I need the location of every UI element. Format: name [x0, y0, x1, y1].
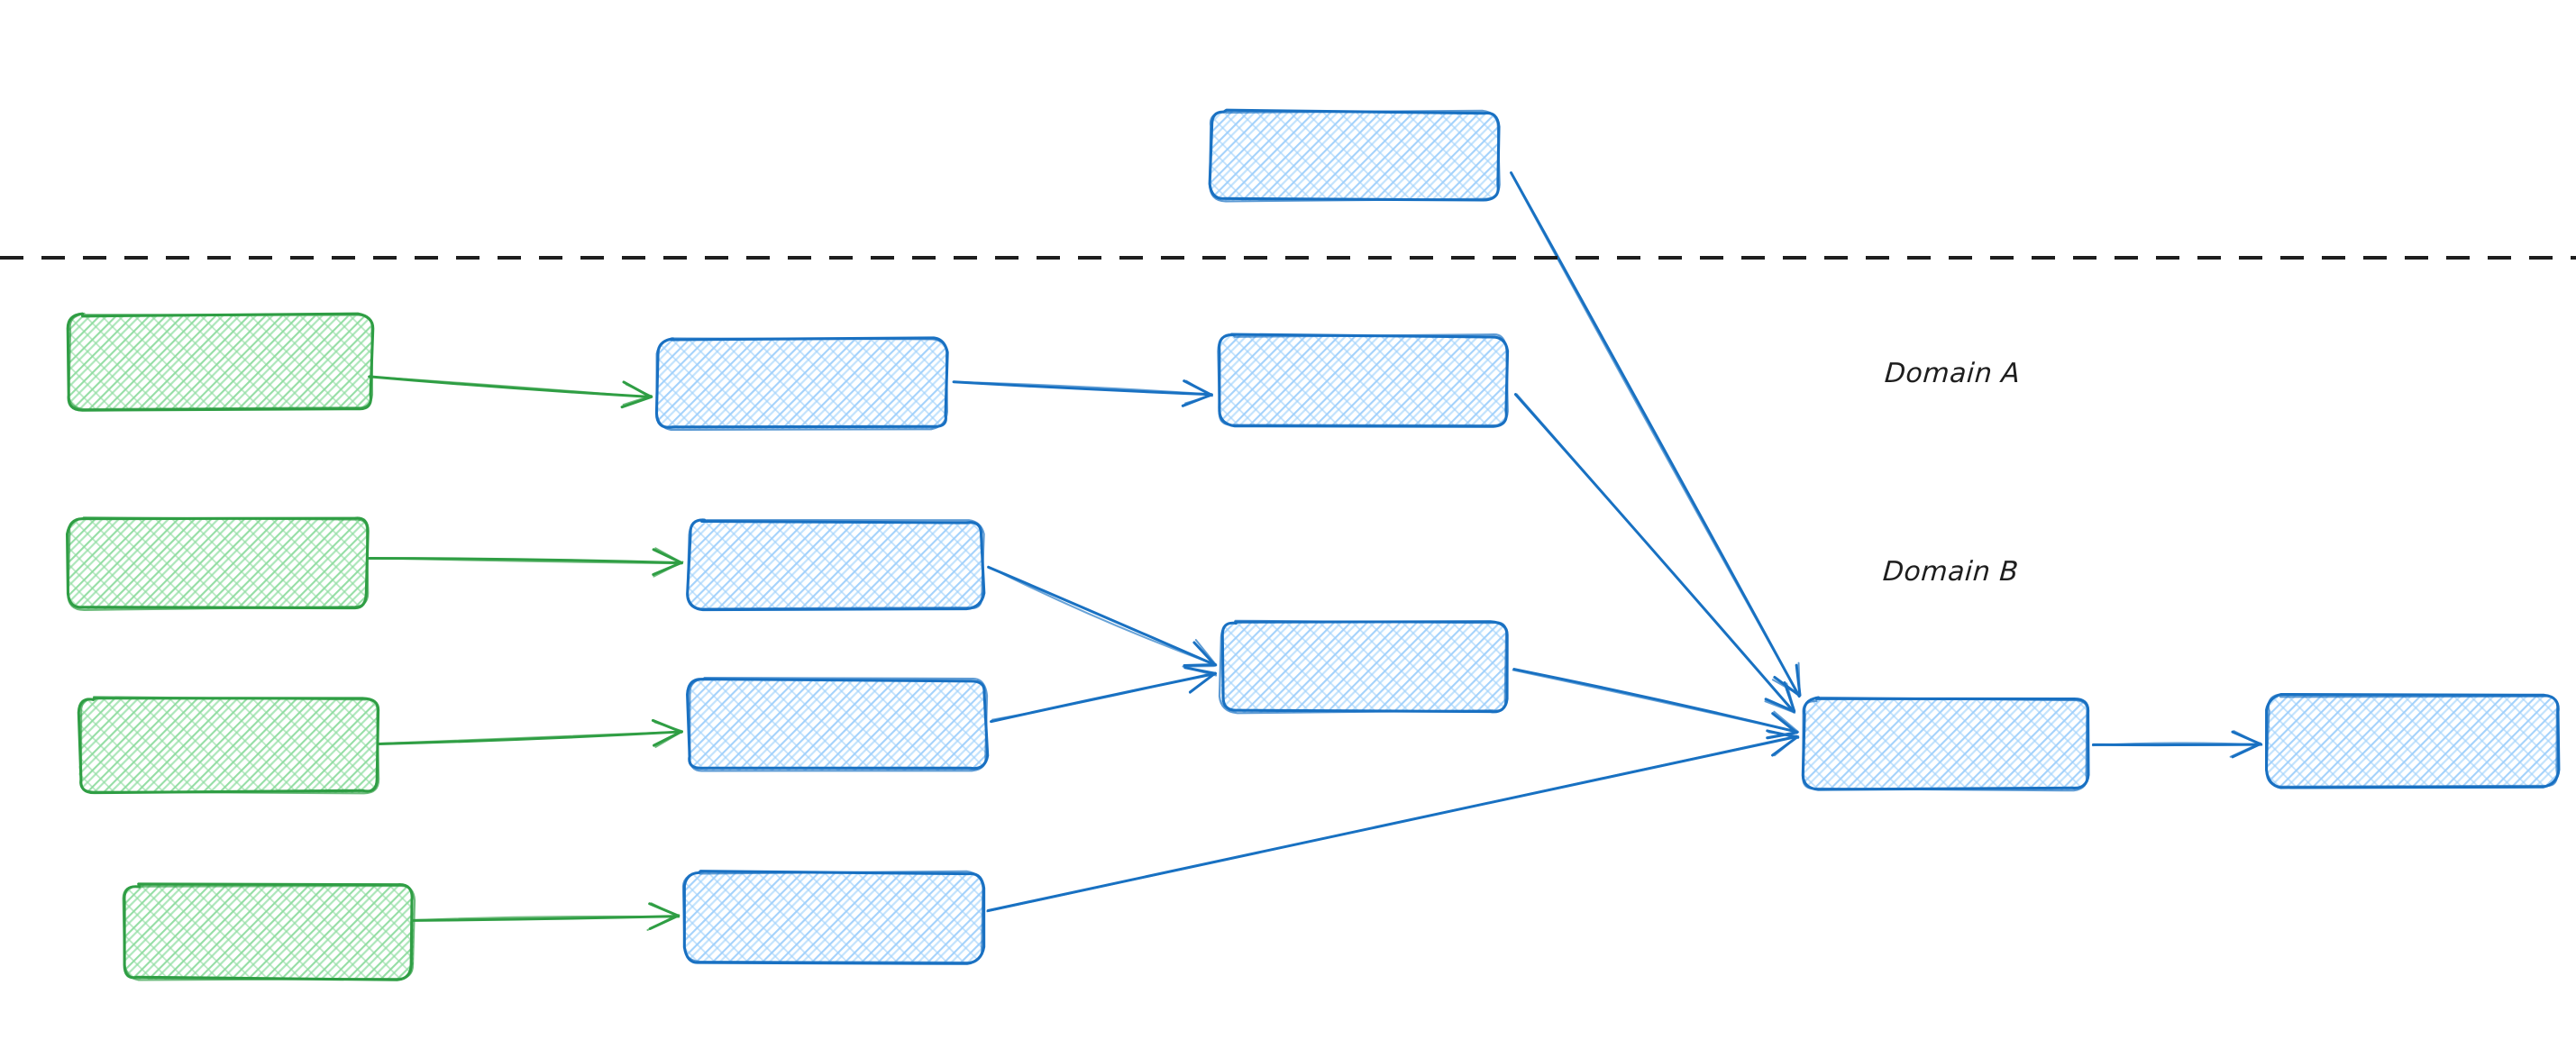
node-a-proc-1[interactable] — [654, 336, 949, 432]
node-a-proc-2[interactable] — [1217, 333, 1510, 428]
node-b-agg[interactable] — [1218, 619, 1509, 715]
node-b-src-1[interactable] — [65, 516, 370, 611]
node-a-proc-0[interactable] — [1208, 108, 1501, 203]
nodes-layer — [65, 108, 2561, 981]
edge-e3 — [1510, 171, 1802, 698]
edge-e12 — [2091, 730, 2263, 759]
edge-e10 — [1512, 668, 1800, 740]
edge-e4 — [1513, 393, 1796, 714]
label-domain-b: Domain B — [1881, 556, 2020, 588]
edge-e6 — [377, 718, 684, 748]
edge-e11 — [986, 729, 1800, 913]
edge-e9 — [990, 666, 1218, 724]
node-a-src-1[interactable] — [66, 312, 375, 412]
node-b-proc-2[interactable] — [686, 677, 990, 772]
node-b-src-2[interactable] — [77, 696, 380, 795]
edge-e5 — [368, 547, 684, 578]
node-b-src-3[interactable] — [122, 882, 416, 981]
edge-e1 — [367, 375, 653, 409]
node-b-sink[interactable] — [2265, 692, 2561, 789]
edge-e7 — [411, 902, 681, 931]
edge-e2 — [952, 379, 1213, 407]
edge-e8 — [987, 565, 1218, 668]
label-domain-a: Domain A — [1883, 358, 2022, 389]
node-b-proc-3[interactable] — [681, 870, 986, 965]
node-b-proc-1[interactable] — [686, 518, 986, 612]
edges-layer — [367, 171, 2263, 931]
node-b-hub[interactable] — [1801, 696, 2090, 792]
